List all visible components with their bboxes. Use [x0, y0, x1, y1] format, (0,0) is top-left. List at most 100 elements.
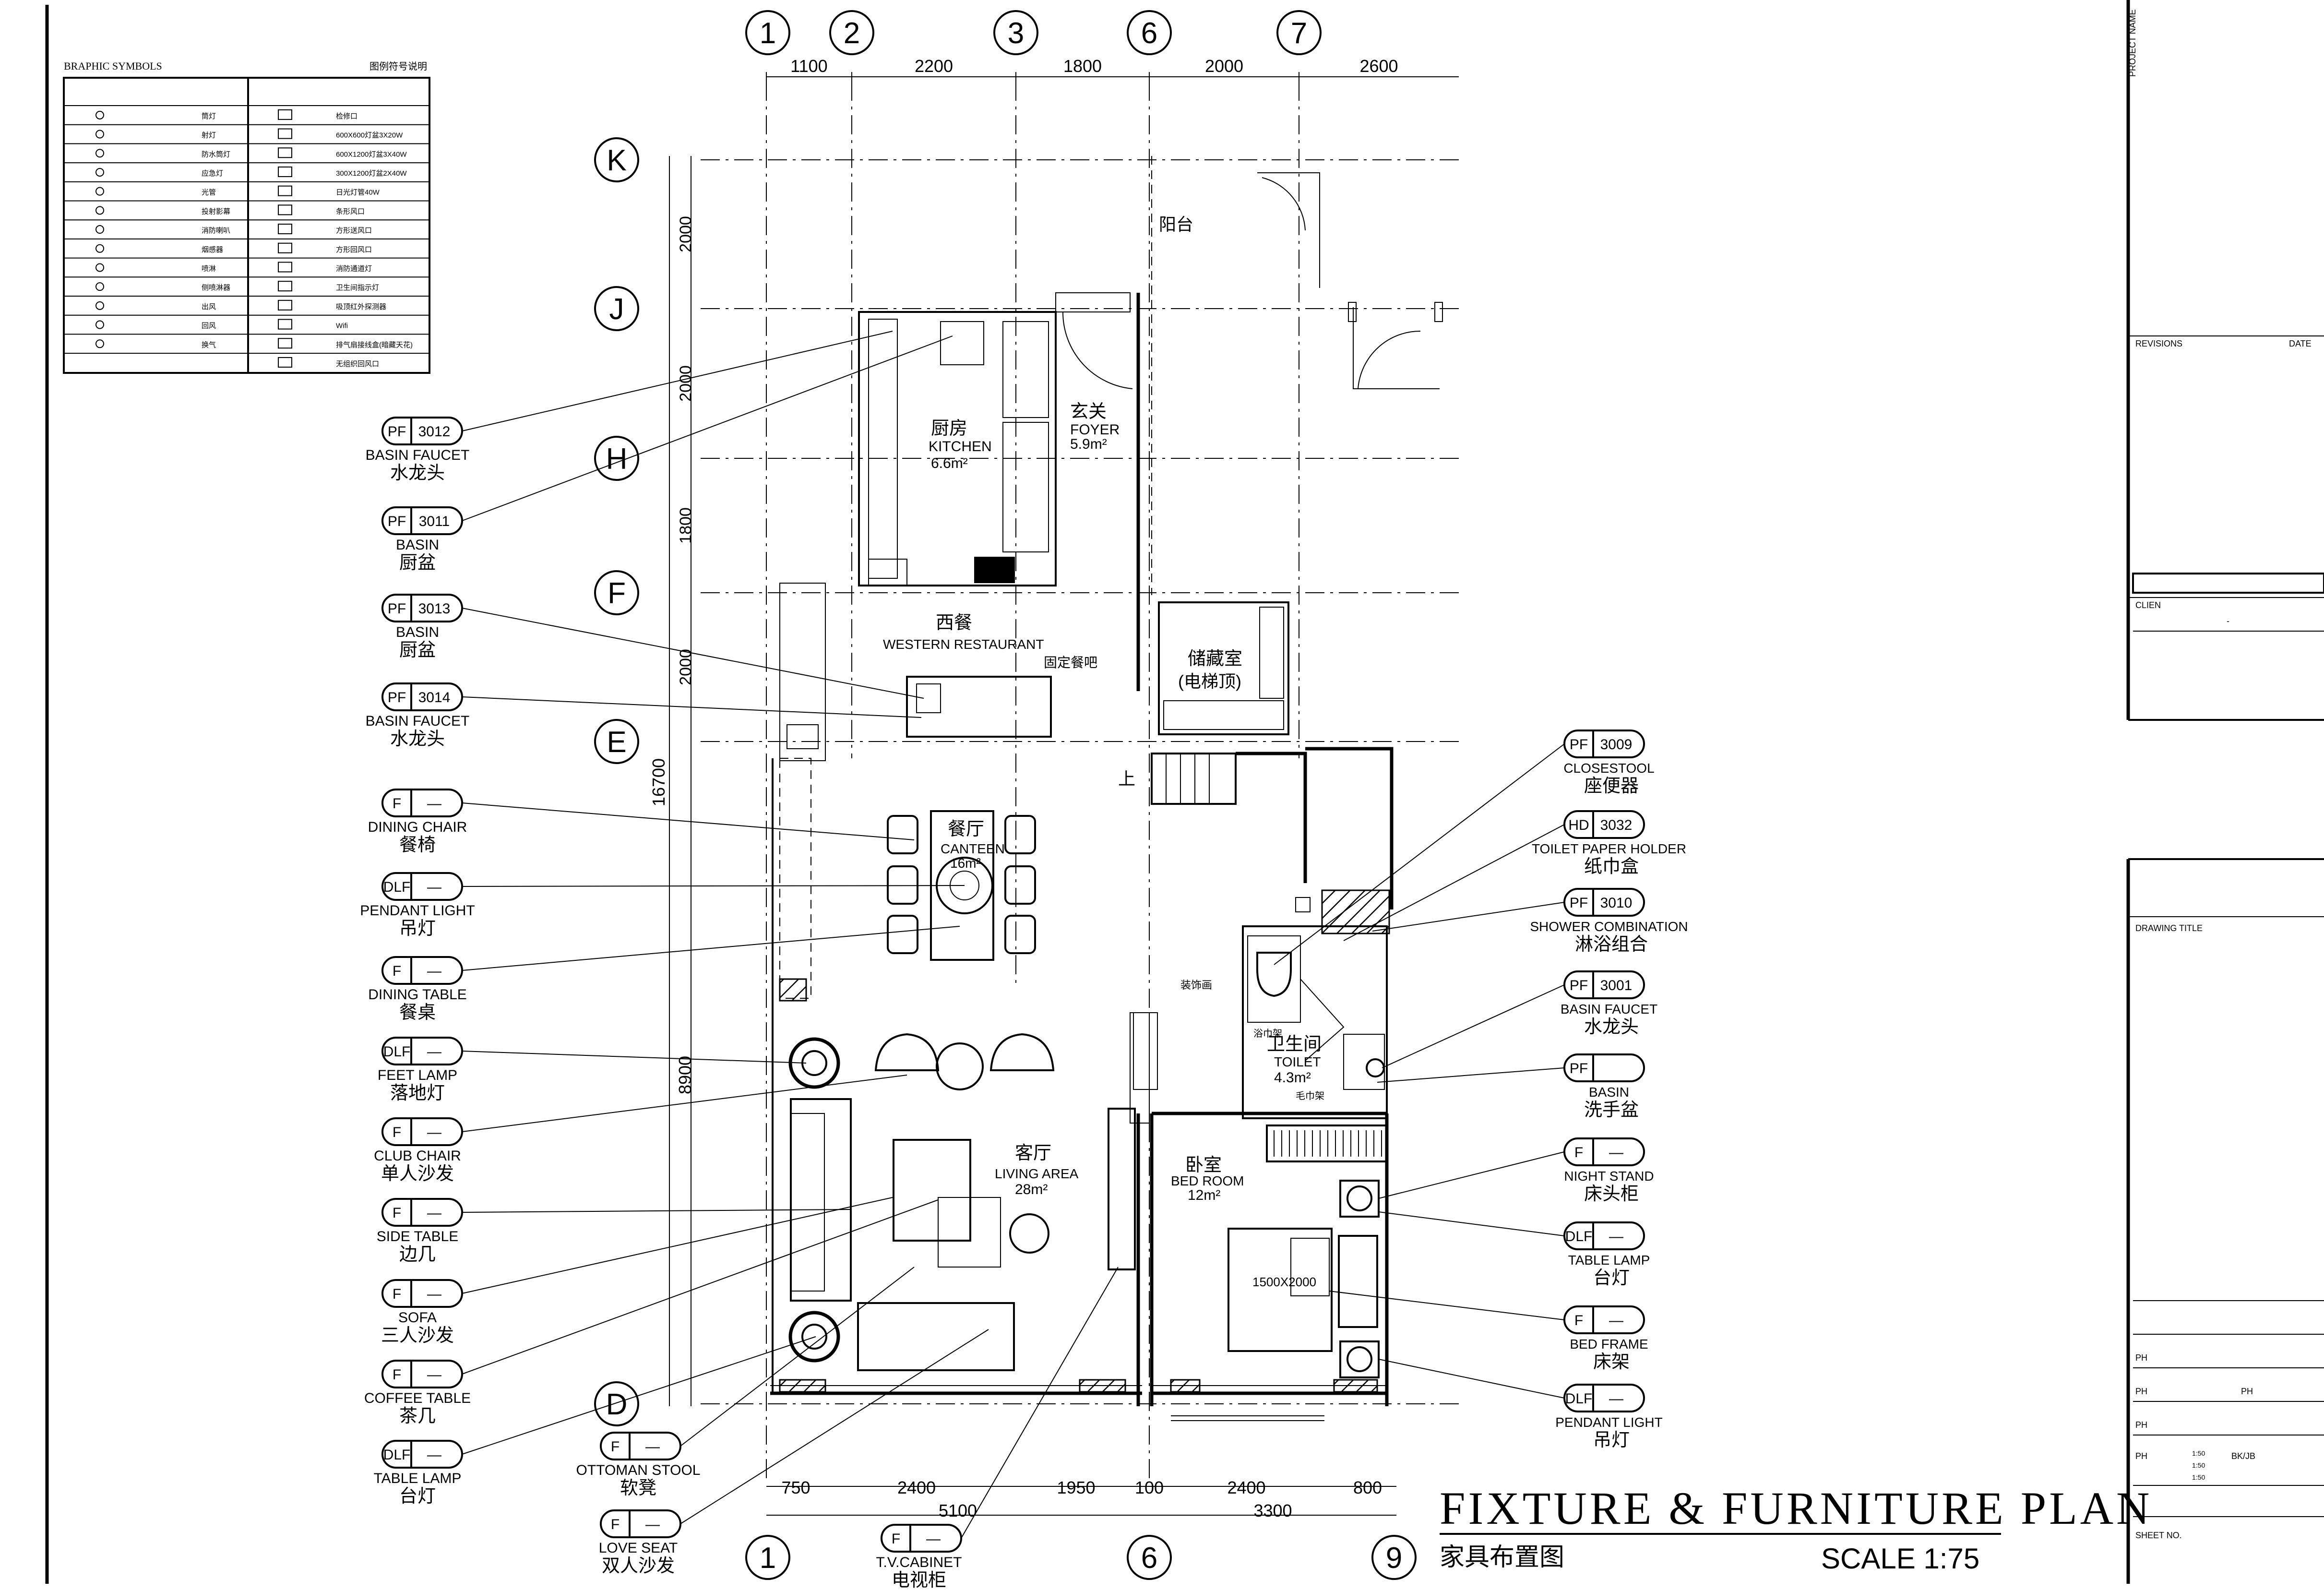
client-label: CLIEN [2135, 600, 2161, 610]
callout-bottom-num: — [645, 1517, 660, 1532]
legend-right-item: 排气扇接线盒(暗藏天花) [336, 341, 413, 349]
grid-top-axis-bubble [993, 10, 1038, 55]
grid-left-axis-label: J [609, 293, 624, 326]
callout-right-code: HD [1568, 817, 1589, 833]
legend-symbol-icon [95, 167, 104, 177]
grid-top-axis-bubble [829, 10, 874, 55]
legend-symbol-icon [95, 244, 104, 253]
grid-left-axis-label: H [606, 443, 628, 476]
ph-row-3: PH [2135, 1420, 2147, 1430]
room-foyer-en: FOYER [1070, 422, 1120, 438]
callout-left-code: DLF [383, 1447, 411, 1463]
towel-bar-label: 浴巾架 [1253, 1028, 1282, 1039]
callout-left-num: 3013 [418, 601, 451, 617]
legend-right-item: 吸顶红外探测器 [336, 303, 386, 311]
drawing-title-block: FIXTURE & FURNITURE PLAN 家具布置图 SCALE 1:7… [1440, 1483, 2149, 1575]
callout-left-num: — [427, 1286, 441, 1302]
callout-left-code: DLF [383, 879, 411, 895]
grid-bottom-dim: 2400 [1227, 1478, 1265, 1497]
room-kitchen-en: KITCHEN [929, 439, 992, 455]
furniture [788, 810, 1385, 1378]
callout-left-en: COFFEE TABLE [364, 1390, 471, 1406]
legend-symbol-icon [95, 130, 104, 139]
callout-left-tag [381, 1440, 463, 1469]
callout-left-cn: 水龙头 [390, 729, 445, 749]
grid-top-dim: 2000 [1205, 56, 1243, 76]
towel-rack-label: 毛巾架 [1296, 1090, 1324, 1101]
callout-right-tag [1563, 888, 1645, 917]
callout-right-tag [1563, 1384, 1645, 1412]
callout-right-tag [1563, 1221, 1645, 1250]
grid-top-dim: 2600 [1359, 56, 1398, 76]
callout-right-code: F [1574, 1313, 1583, 1328]
callout-left-en: BASIN [396, 537, 439, 553]
sheet-no-label: SHEET NO. [2135, 1531, 2182, 1540]
grid-bottom-dim-total: 3300 [1253, 1501, 1292, 1520]
callout-left-en: PENDANT LIGHT [360, 903, 475, 919]
callout-right-code: F [1574, 1145, 1583, 1160]
callout-right-en: SHOWER COMBINATION [1530, 919, 1688, 934]
callout-bottom-en: OTTOMAN STOOL [576, 1462, 701, 1478]
room-living-area: 28m² [1015, 1182, 1048, 1197]
legend-right-item: 300X1200灯盆2X40W [336, 169, 407, 178]
callout-right-code: PF [1570, 737, 1588, 753]
legend-right-item: 条形风口 [336, 207, 365, 215]
callout-left-tag [381, 1360, 463, 1388]
callout-right-code: DLF [1565, 1229, 1593, 1244]
scale-c: 1:50 [2192, 1473, 2205, 1481]
legend-title-cn: 图例符号说明 [369, 61, 427, 72]
legend-symbol-icon [278, 299, 292, 311]
room-western-cn: 西餐 [936, 613, 972, 633]
callout-left-code: PF [388, 690, 406, 706]
room-bed-cn: 卧室 [1185, 1155, 1222, 1175]
legend-symbol-icon [278, 128, 292, 139]
callout-right-cn: 洗手盆 [1584, 1100, 1639, 1120]
callout-bottom-cn: 电视柜 [892, 1570, 946, 1591]
legend-symbol-icon [278, 319, 292, 330]
grid-top-axis-bubble [1127, 10, 1172, 55]
drawn-by: BK/JB [2231, 1451, 2255, 1461]
grid-top-axis-bubble [745, 10, 790, 55]
grid-bottom-axis-bubble [1127, 1535, 1172, 1580]
legend-symbol-icon [278, 166, 292, 177]
grid-left-axis-bubble [594, 436, 639, 481]
grid-bottom-dim-total: 5100 [939, 1501, 977, 1520]
callout-right-cn: 纸巾盒 [1584, 857, 1639, 877]
callout-right-num: — [1609, 1145, 1623, 1160]
grid-bottom-dim: 800 [1353, 1478, 1382, 1497]
callout-left-cn: 厨盆 [399, 553, 436, 573]
callout-left-en: FEET LAMP [378, 1067, 457, 1083]
callout-left-tag [381, 789, 463, 817]
callout-left-code: DLF [383, 1044, 411, 1060]
callout-right-code: PF [1570, 1061, 1588, 1077]
callout-right-en: BED FRAME [1570, 1337, 1648, 1352]
callout-right-num: — [1609, 1313, 1623, 1328]
room-living-en: LIVING AREA [995, 1166, 1079, 1181]
callout-right-cn: 台灯 [1593, 1268, 1630, 1288]
callout-bottom-cn: 软凳 [620, 1478, 656, 1498]
legend-symbol-icon [95, 339, 104, 348]
grid-left-axis-label: D [606, 1388, 628, 1421]
grid-left-axis-bubble [594, 719, 639, 764]
legend-left-item: 筒灯 [202, 112, 216, 120]
callout-left-cn: 餐桌 [399, 1003, 436, 1023]
grid-left-axis-bubble [594, 570, 639, 615]
grid-top-axis-label: 1 [760, 17, 776, 50]
callout-left-num: — [427, 796, 441, 812]
callout-right-cn: 吊灯 [1593, 1430, 1630, 1450]
legend-left-item: 消防喇叭 [202, 227, 230, 235]
callout-left-tag [381, 1279, 463, 1308]
callout-right-num: — [1609, 1229, 1623, 1244]
callout-left-code: F [393, 963, 401, 979]
legend-symbol-icon [95, 149, 104, 158]
callout-right-cn: 床架 [1593, 1352, 1630, 1372]
legend-right-item: 日光灯管40W [336, 189, 380, 197]
callout-right-tag [1563, 1305, 1645, 1334]
legend-right-item: 卫生间指示灯 [336, 284, 379, 292]
